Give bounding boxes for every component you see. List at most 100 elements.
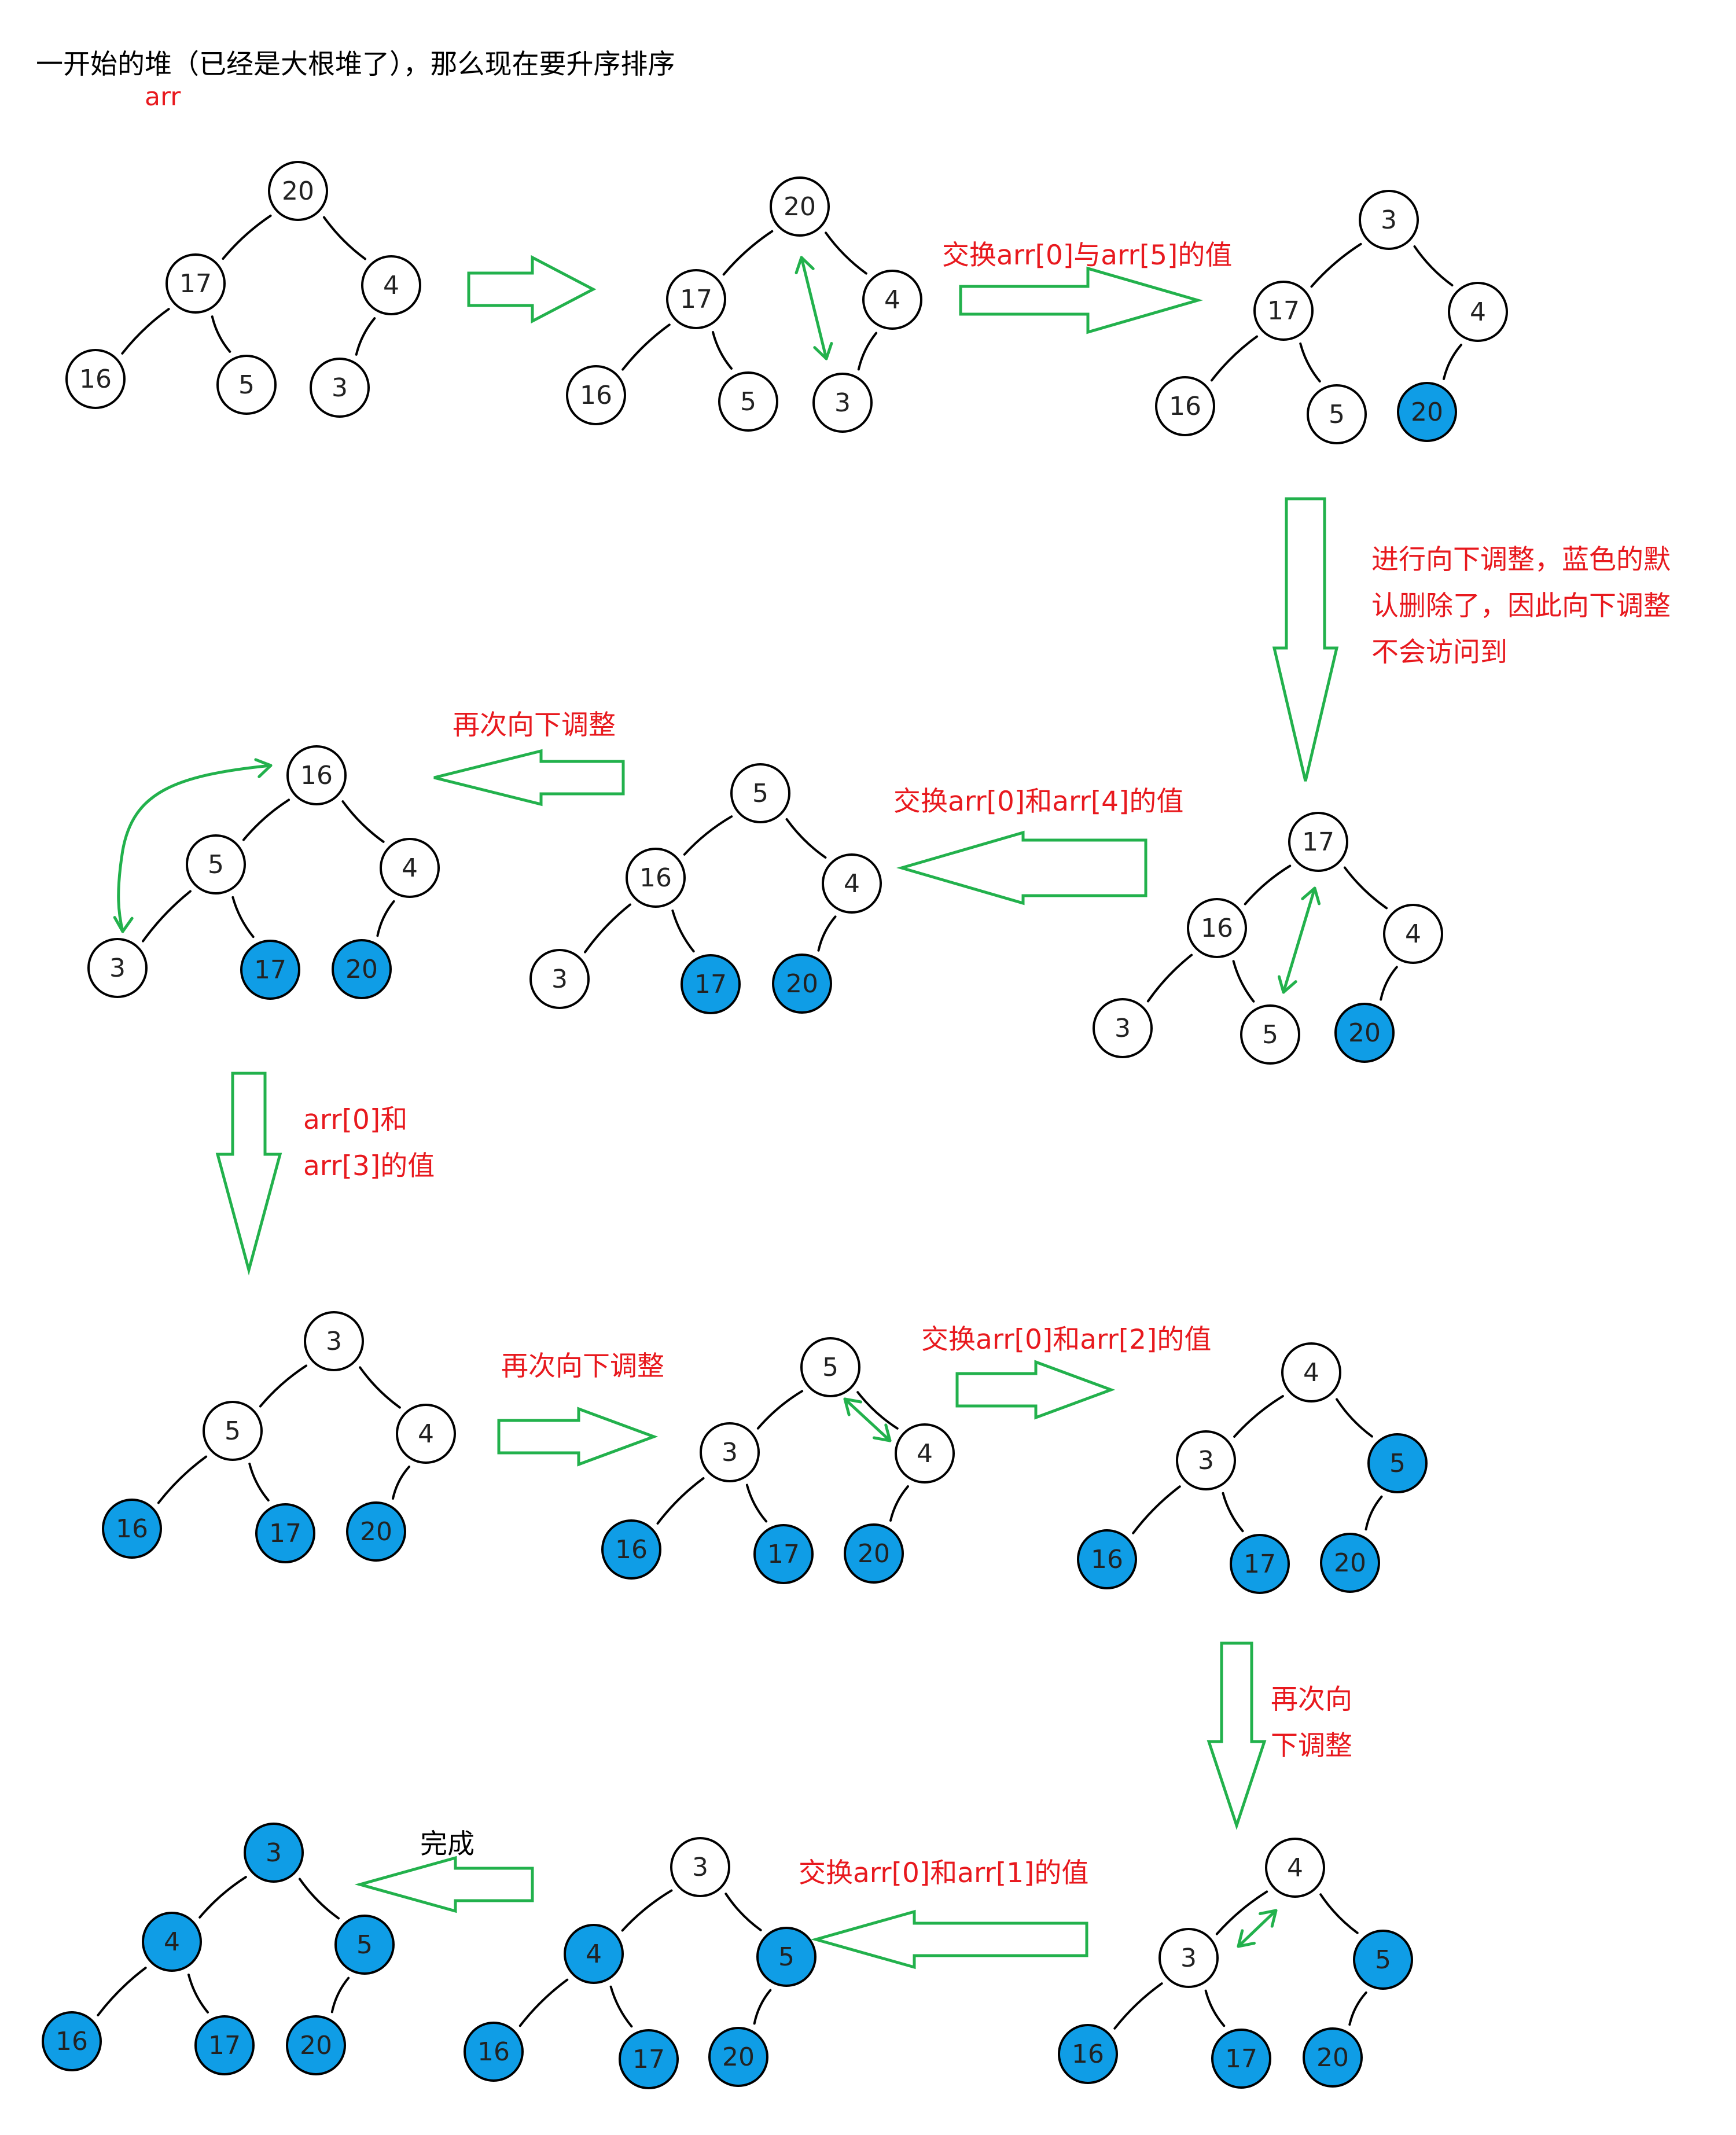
annotation-sift-again-1: 再次向下调整	[453, 709, 616, 741]
tree-edge	[683, 815, 733, 856]
heap-node: 4	[1265, 1838, 1325, 1898]
node-value: 4	[917, 1439, 933, 1468]
block-arrow-icon	[896, 830, 1147, 905]
heap-node: 17	[240, 940, 300, 1000]
node-value: 20	[300, 2031, 332, 2060]
tree-edge	[392, 1466, 410, 1500]
tree-edge	[889, 1485, 909, 1522]
node-circle	[822, 853, 882, 914]
node-circle	[1253, 281, 1314, 341]
node-value: 17	[1244, 1549, 1276, 1579]
heap-node: 5	[1240, 1004, 1300, 1065]
heap-node: 3	[529, 949, 590, 1009]
tree-edge	[97, 1967, 147, 2016]
heap-node: 16	[1155, 376, 1215, 436]
node-value: 20	[1411, 397, 1443, 427]
annotation-sift-down-line-2: 认删除了，因此向下调整	[1371, 590, 1671, 622]
tree-edge	[1310, 242, 1362, 288]
tree-edge	[1348, 1991, 1367, 2026]
tree-edge	[187, 1974, 209, 2013]
node-circle	[255, 1503, 315, 1563]
tree-edge	[322, 216, 367, 260]
tree-edge	[1299, 342, 1321, 383]
node-value: 16	[1201, 914, 1233, 943]
node-circle	[65, 349, 126, 409]
double-headed-arrow-icon	[795, 256, 833, 360]
node-value: 17	[208, 2031, 241, 2060]
node-value: 4	[418, 1419, 434, 1449]
tree-edge	[242, 798, 290, 841]
node-circle	[142, 1912, 202, 1972]
node-circle	[862, 270, 922, 330]
node-circle	[1187, 898, 1247, 958]
heap-node: 20	[346, 1501, 406, 1562]
node-circle	[1397, 382, 1457, 442]
heap-node: 16	[286, 745, 347, 805]
node-value: 5	[1375, 1945, 1391, 1975]
tree-edge	[121, 308, 170, 355]
node-circle	[464, 2022, 524, 2082]
tree-edge	[609, 1985, 633, 2028]
heap-node: 5	[334, 1915, 395, 1975]
node-value: 3	[1381, 205, 1397, 235]
node-circle	[304, 1311, 364, 1371]
tree-edge	[376, 900, 395, 937]
heap-node: 3	[304, 1311, 364, 1371]
heap-node: 20	[1320, 1533, 1380, 1593]
heap-node: 16	[42, 2011, 102, 2071]
tree-edge	[231, 896, 255, 938]
node-value: 3	[692, 1853, 708, 1882]
heap-node: 5	[1353, 1930, 1413, 1990]
node-value: 16	[1091, 1545, 1123, 1574]
tree-edge	[656, 1477, 705, 1525]
node-circle	[1307, 384, 1367, 444]
tree-edge	[1222, 1492, 1244, 1533]
node-circle	[286, 745, 347, 805]
node-circle	[380, 838, 440, 898]
tree-edge	[857, 332, 878, 371]
node-circle	[1334, 1003, 1395, 1063]
heap-node: 17	[1230, 1534, 1290, 1594]
tree-edge	[1343, 866, 1388, 910]
node-circle	[42, 2011, 102, 2071]
node-value: 16	[615, 1535, 648, 1565]
tree-edge	[298, 1878, 340, 1920]
heap-node: 4	[564, 1924, 624, 1984]
node-circle	[240, 940, 300, 1000]
heap-node: 3	[87, 938, 148, 998]
tree-edge	[198, 1876, 247, 1919]
node-circle	[564, 1924, 624, 1984]
heap-node: 17	[753, 1524, 814, 1584]
page-title: 一开始的堆（已经是大根堆了），那么现在要升序排序	[36, 49, 675, 80]
heap-node: 3	[1176, 1430, 1236, 1490]
node-circle	[1367, 1433, 1428, 1493]
node-circle	[1359, 190, 1419, 250]
heap-node: 16	[464, 2022, 524, 2082]
node-value: 20	[360, 1517, 392, 1547]
heap-node: 17	[681, 954, 741, 1014]
node-value: 3	[1198, 1446, 1214, 1475]
tree-edge	[1132, 1485, 1181, 1534]
heap-node: 4	[380, 838, 440, 898]
tree-edge	[817, 915, 837, 952]
tree-edge	[359, 1366, 401, 1409]
curved-arrow-icon	[113, 758, 273, 933]
heap-node: 17	[619, 2029, 679, 2089]
node-circle	[268, 161, 328, 221]
node-value: 4	[402, 853, 418, 883]
tree-edge	[1232, 960, 1255, 1003]
annotation-swap-0-2: 交换arr[0]和arr[2]的值	[921, 1324, 1212, 1356]
heap-node: 20	[1303, 2027, 1363, 2088]
node-circle	[1230, 1534, 1290, 1594]
heap-node: 16	[626, 848, 686, 908]
heap-node: 17	[194, 2015, 255, 2075]
heap-node: 5	[1307, 384, 1367, 444]
node-circle	[670, 1837, 730, 1897]
heap-node: 4	[1281, 1342, 1341, 1403]
tree-edge	[1204, 1989, 1226, 2027]
tree-edge	[1364, 1495, 1383, 1531]
